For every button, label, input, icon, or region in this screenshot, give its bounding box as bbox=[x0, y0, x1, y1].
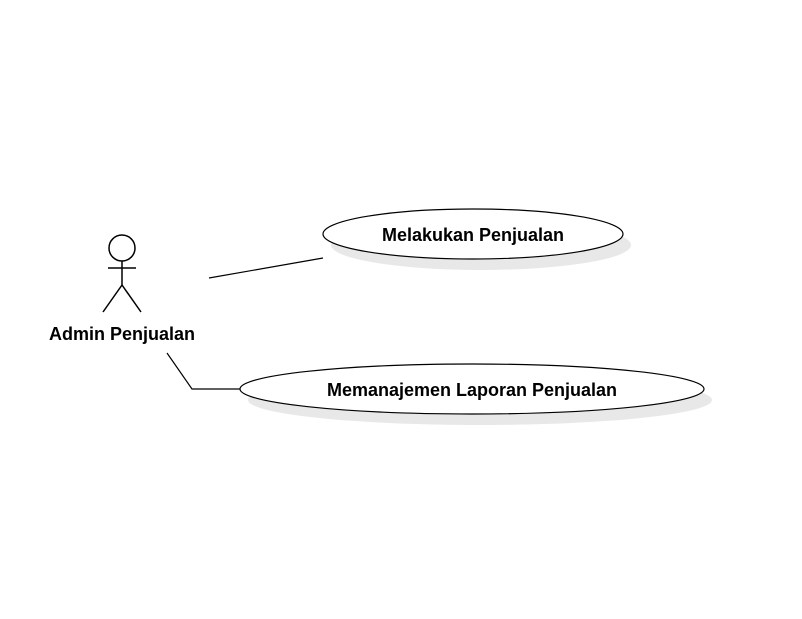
stick-figure-actor-icon bbox=[102, 234, 142, 313]
use-case-label: Memanajemen Laporan Penjualan bbox=[327, 380, 617, 400]
use-case-memanajemen-laporan-penjualan[interactable]: Memanajemen Laporan Penjualan bbox=[239, 363, 712, 425]
use-case-ellipse bbox=[322, 208, 624, 260]
use-case-ellipse bbox=[239, 363, 705, 415]
use-case-label: Melakukan Penjualan bbox=[382, 225, 564, 245]
association-melakukan-penjualan[interactable] bbox=[208, 257, 324, 279]
actor-label: Admin Penjualan bbox=[49, 324, 195, 344]
associations bbox=[166, 257, 324, 390]
actor-admin-penjualan[interactable]: Admin Penjualan bbox=[49, 234, 195, 344]
association-memanajemen-laporan[interactable] bbox=[166, 352, 240, 390]
use-case-melakukan-penjualan[interactable]: Melakukan Penjualan bbox=[322, 208, 631, 270]
